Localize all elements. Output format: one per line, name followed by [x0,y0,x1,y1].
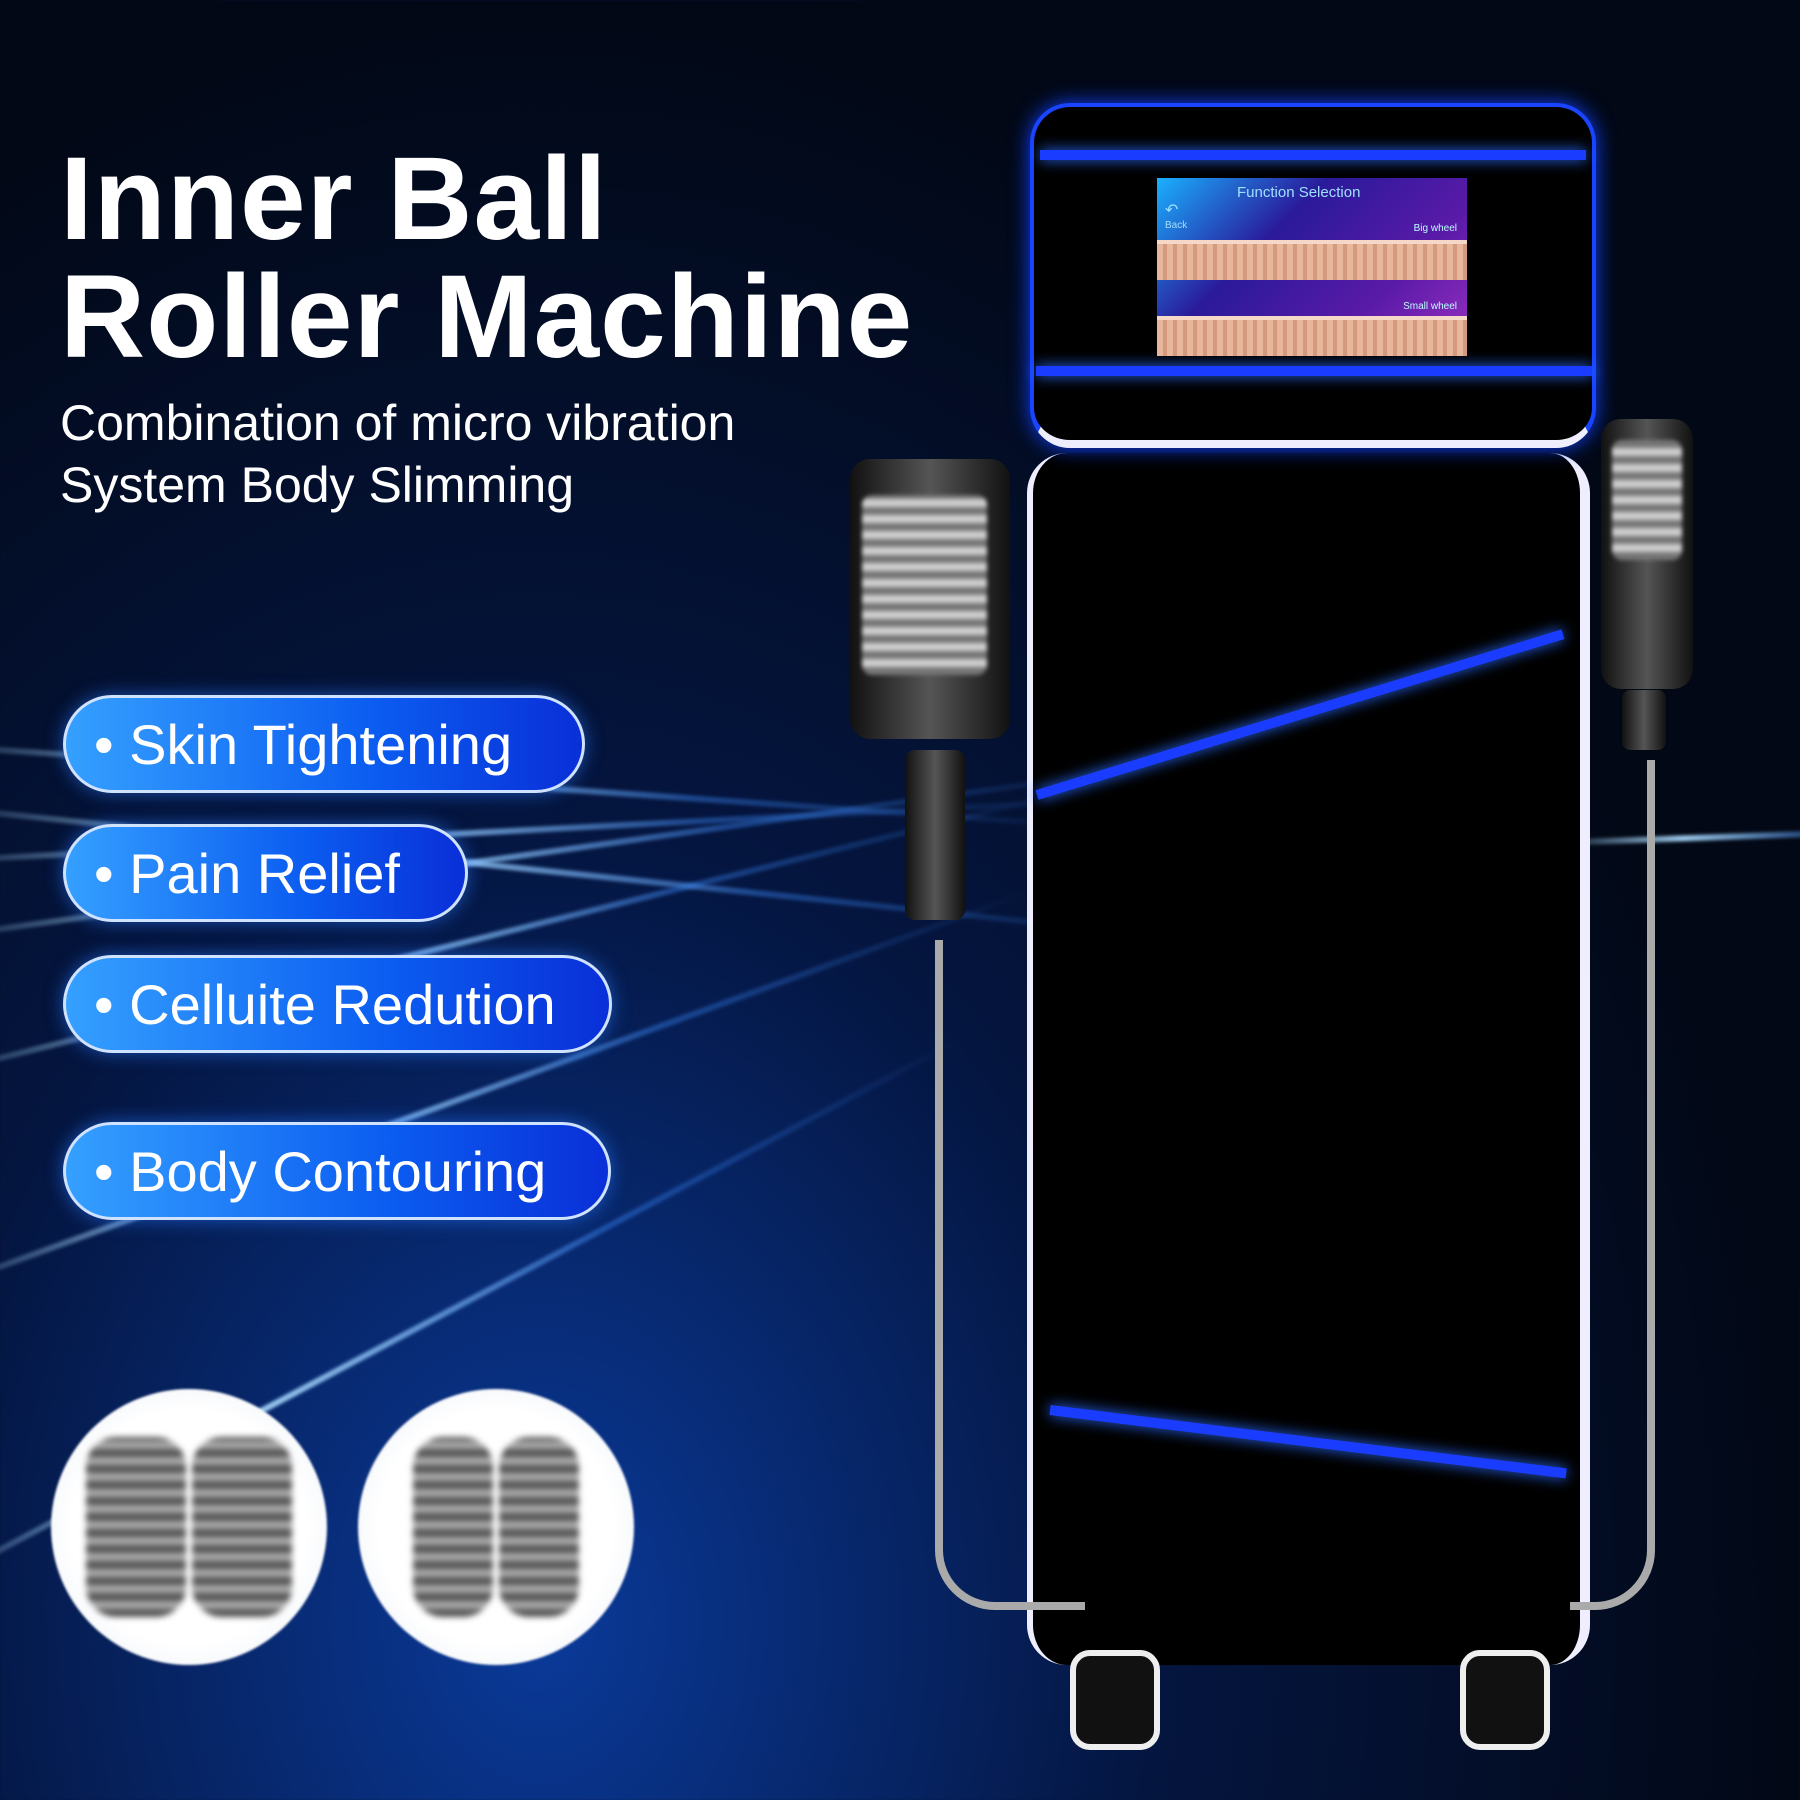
light-strip [1040,150,1586,160]
title-line-1: Inner Ball [60,133,608,265]
option-small-wheel[interactable]: Small wheel [1403,301,1457,312]
wheel [1070,1650,1160,1750]
feature-skin-tightening: • Skin Tightening [63,695,585,793]
subtitle-line-2: System Body Slimming [60,457,575,513]
skin-diagram [1157,316,1467,356]
light-strip [1036,366,1592,376]
wheel [1460,1650,1550,1750]
back-icon[interactable]: ↶ [1165,202,1179,219]
title-line-2: Roller Machine [60,251,914,383]
feature-cellulite-reduction: • Celluite Redution [63,955,612,1053]
option-big-wheel[interactable]: Big wheel [1413,223,1457,234]
big-roller-image [51,1389,327,1665]
machine-body [1027,453,1590,1665]
feature-pain-relief: • Pain Relief [63,824,468,922]
subtitle: Combination of micro vibration System Bo… [60,392,735,516]
screen-title: Function Selection [1237,184,1361,201]
touch-screen[interactable]: Function Selection ↶ Back Big wheel Smal… [1157,178,1467,356]
subtitle-line-1: Combination of micro vibration [60,395,736,451]
feature-body-contouring: • Body Contouring [63,1122,611,1220]
skin-diagram [1157,240,1467,280]
page-title: Inner Ball Roller Machine [60,140,913,376]
small-roller-image [358,1389,634,1665]
back-button[interactable]: Back [1165,220,1188,231]
